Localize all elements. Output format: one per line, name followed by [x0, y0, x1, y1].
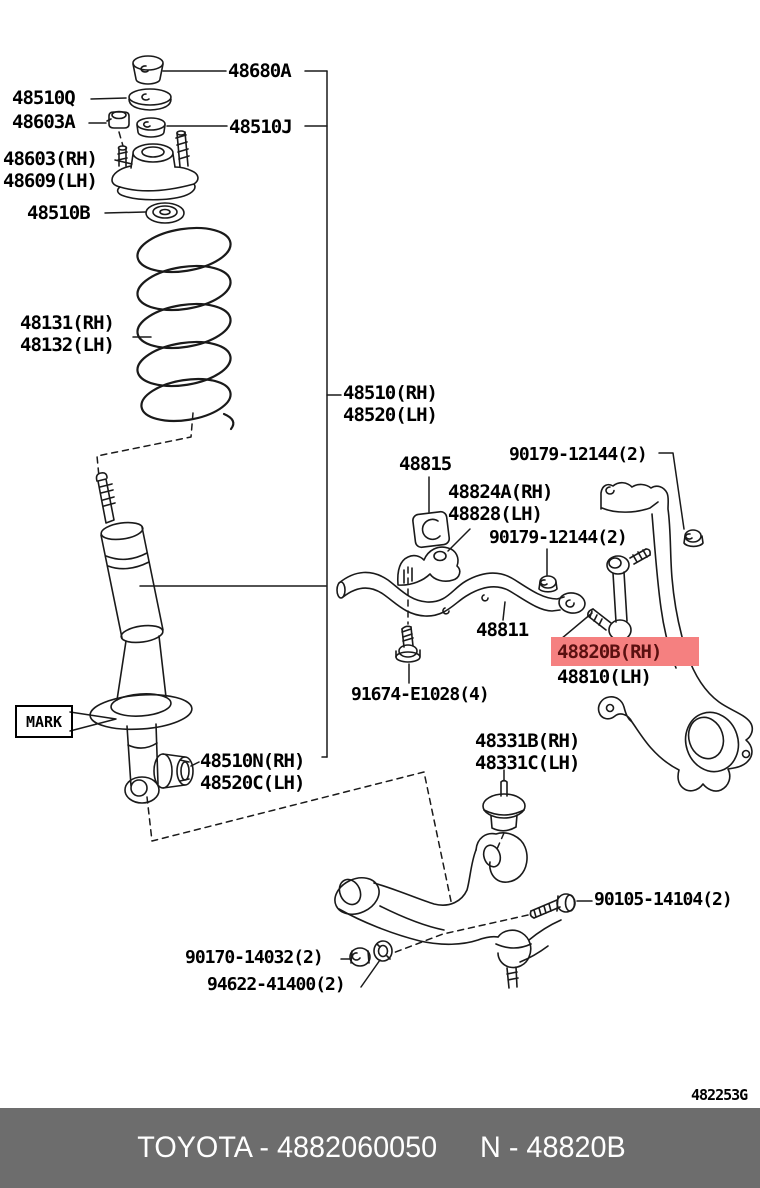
part-label-90170-14032[interactable]: 90170-14032(2): [185, 947, 324, 968]
strut-mount-parts-drawing: [106, 55, 199, 224]
part-label-48510q[interactable]: 48510Q: [12, 87, 76, 109]
part-label-48810-lh[interactable]: 48810(LH): [557, 666, 652, 688]
part-label-91674-e1028[interactable]: 91674-E1028(4): [351, 684, 490, 705]
stabilizer-link-drawing: [587, 548, 651, 641]
stabilizer-bar-drawing: [336, 571, 586, 617]
part-label-48815[interactable]: 48815: [399, 453, 452, 475]
part-label-48510b[interactable]: 48510B: [27, 202, 91, 224]
part-label-48811[interactable]: 48811: [476, 619, 529, 641]
assembly-dashed-lines: [96, 131, 529, 954]
arm-nut-washer-drawing: [349, 940, 393, 967]
part-label-90105-14104[interactable]: 90105-14104(2): [594, 889, 733, 910]
part-label-48603-rh[interactable]: 48603(RH): [3, 148, 98, 170]
part-label-48520-lh[interactable]: 48520(LH): [343, 404, 438, 426]
arm-pivot-bolt-drawing: [529, 893, 576, 919]
part-label-90179-12144-a[interactable]: 90179-12144(2): [509, 444, 648, 465]
drawing-code: 482253G: [691, 1086, 748, 1104]
part-label-48609-lh[interactable]: 48609(LH): [3, 170, 98, 192]
footer-reference-part-number: N - 48820B: [480, 1131, 627, 1164]
part-label-48520c-lh[interactable]: 48520C(LH): [200, 772, 305, 794]
footer-brand-part-number: TOYOTA - 4882060050: [137, 1131, 438, 1164]
bracket-bolt-drawing: [395, 625, 421, 663]
part-label-48132-lh[interactable]: 48132(LH): [20, 334, 115, 356]
shock-lower-bushing-drawing: [153, 753, 194, 789]
control-arm-drawing: [334, 832, 562, 989]
ball-joint-drawing: [482, 779, 526, 832]
part-label-48510-rh[interactable]: 48510(RH): [343, 382, 438, 404]
coil-spring-drawing: [136, 226, 235, 431]
part-label-48331c-lh[interactable]: 48331C(LH): [475, 752, 580, 774]
part-label-48131-rh[interactable]: 48131(RH): [20, 312, 115, 334]
part-label-94622-41400[interactable]: 94622-41400(2): [207, 974, 346, 995]
stabilizer-link-nut-drawing: [538, 529, 704, 593]
part-label-48510j[interactable]: 48510J: [229, 116, 293, 138]
mark-callout-box: MARK: [15, 705, 73, 738]
part-label-48820b-rh-highlighted[interactable]: 48820B(RH): [557, 641, 662, 663]
part-label-48603a[interactable]: 48603A: [12, 111, 76, 133]
mark-callout-label: MARK: [25, 712, 63, 731]
shock-absorber-drawing: [89, 472, 193, 804]
steering-knuckle-drawing: [597, 481, 754, 792]
part-label-48828-lh[interactable]: 48828(LH): [448, 503, 543, 525]
part-label-48331b-rh[interactable]: 48331B(RH): [475, 730, 580, 752]
footer-bar: TOYOTA - 4882060050 N - 48820B: [0, 1108, 760, 1188]
stabilizer-bushing-drawing: [412, 510, 451, 549]
part-label-48680a[interactable]: 48680A: [228, 60, 292, 82]
part-label-48510n-rh[interactable]: 48510N(RH): [200, 750, 305, 772]
part-label-90179-12144-b[interactable]: 90179-12144(2): [489, 527, 628, 548]
highlight-box-48820b: [551, 637, 699, 666]
stabilizer-bracket-drawing: [396, 546, 461, 586]
part-label-48824a-rh[interactable]: 48824A(RH): [448, 481, 553, 503]
